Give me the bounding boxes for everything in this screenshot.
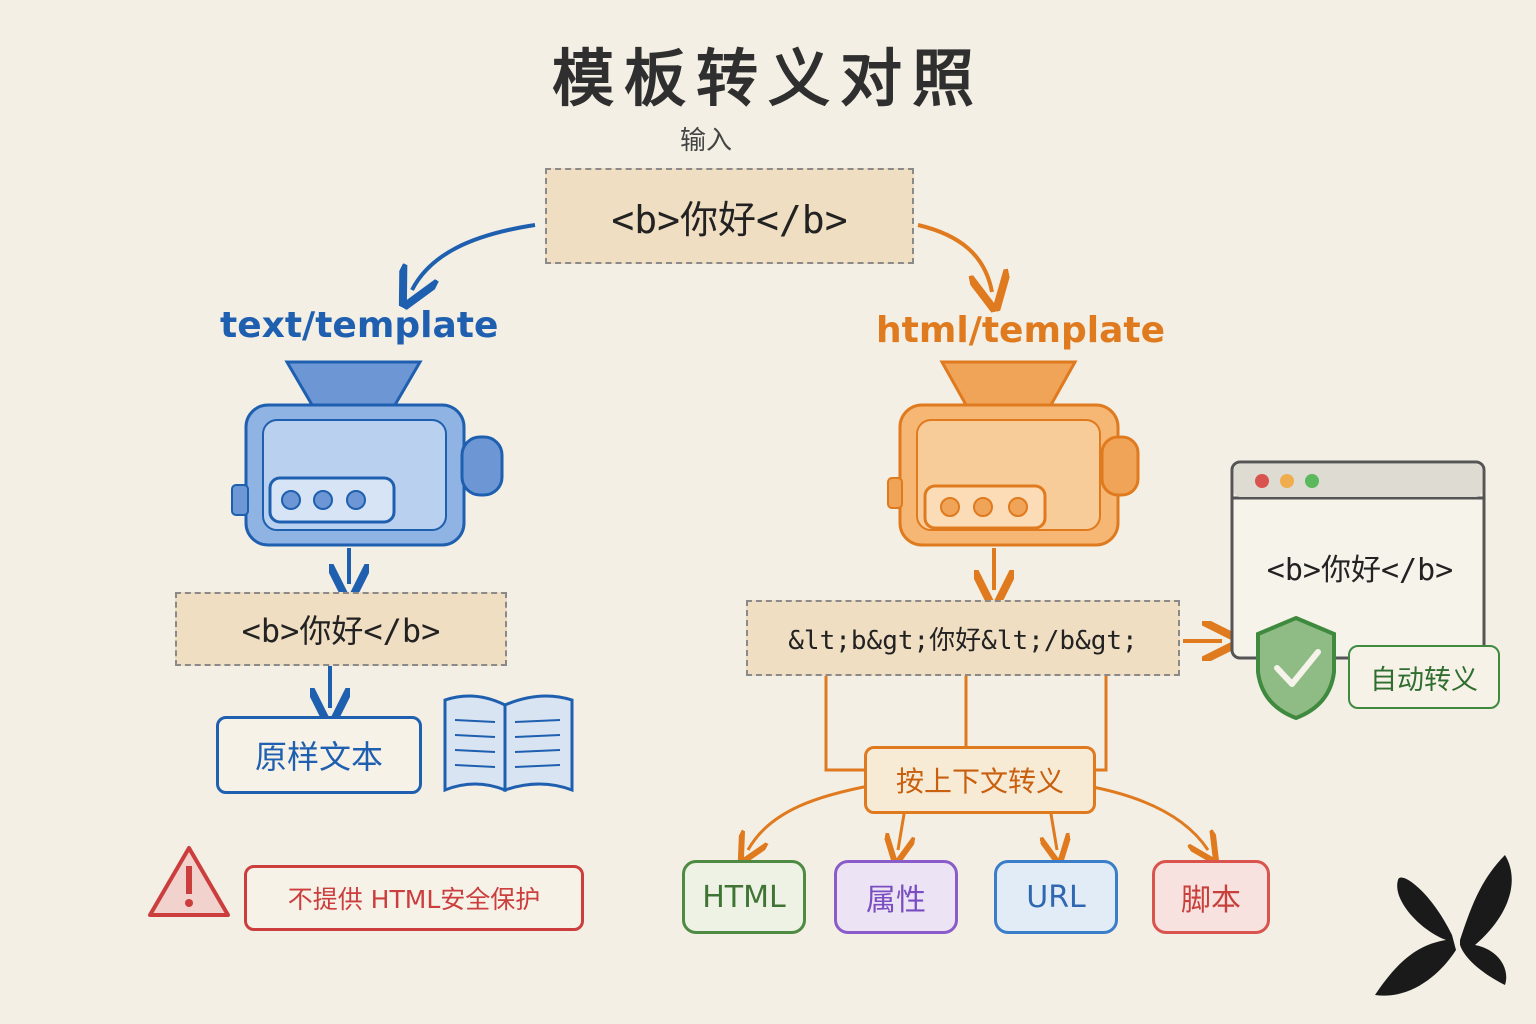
page-title: 模板转义对照 (551, 42, 984, 115)
open-book-icon (443, 694, 574, 793)
arrow-to-text-template (412, 223, 536, 290)
input-value-box: <b>你好</b> (545, 168, 914, 264)
text-template-output: <b>你好</b> (175, 592, 507, 666)
auto-escape-label: 自动转义 (1348, 645, 1500, 709)
context-html: HTML (682, 860, 806, 934)
context-url: URL (994, 860, 1118, 934)
html-template-output: &lt;b&gt;你好&lt;/b&gt; (746, 600, 1180, 676)
browser-window-icon (1230, 460, 1486, 660)
arrow-to-ctx-attr (898, 807, 905, 850)
arrow-to-ctx-html (748, 783, 875, 850)
arrow-to-html-template (917, 223, 992, 292)
no-safety-warning: 不提供 HTML安全保护 (244, 865, 584, 931)
input-label: 输入 (680, 126, 733, 156)
raw-text-label: 原样文本 (216, 716, 422, 794)
shield-check-icon (1256, 615, 1336, 721)
text-template-title: text/template (220, 305, 499, 346)
browser-display-text: <b>你好</b> (1266, 553, 1454, 588)
html-template-title: html/template (876, 310, 1166, 351)
butterfly-logo-icon (1375, 855, 1512, 996)
html-template-machine-icon (887, 360, 1140, 547)
context-script: 脚本 (1152, 860, 1270, 934)
context-attribute: 属性 (834, 860, 958, 934)
warning-triangle-icon (148, 846, 230, 917)
context-escape-label: 按上下文转义 (864, 746, 1096, 814)
arrow-to-ctx-script (1081, 783, 1208, 850)
arrow-to-ctx-url (1050, 807, 1057, 850)
text-template-machine-icon (231, 360, 504, 547)
